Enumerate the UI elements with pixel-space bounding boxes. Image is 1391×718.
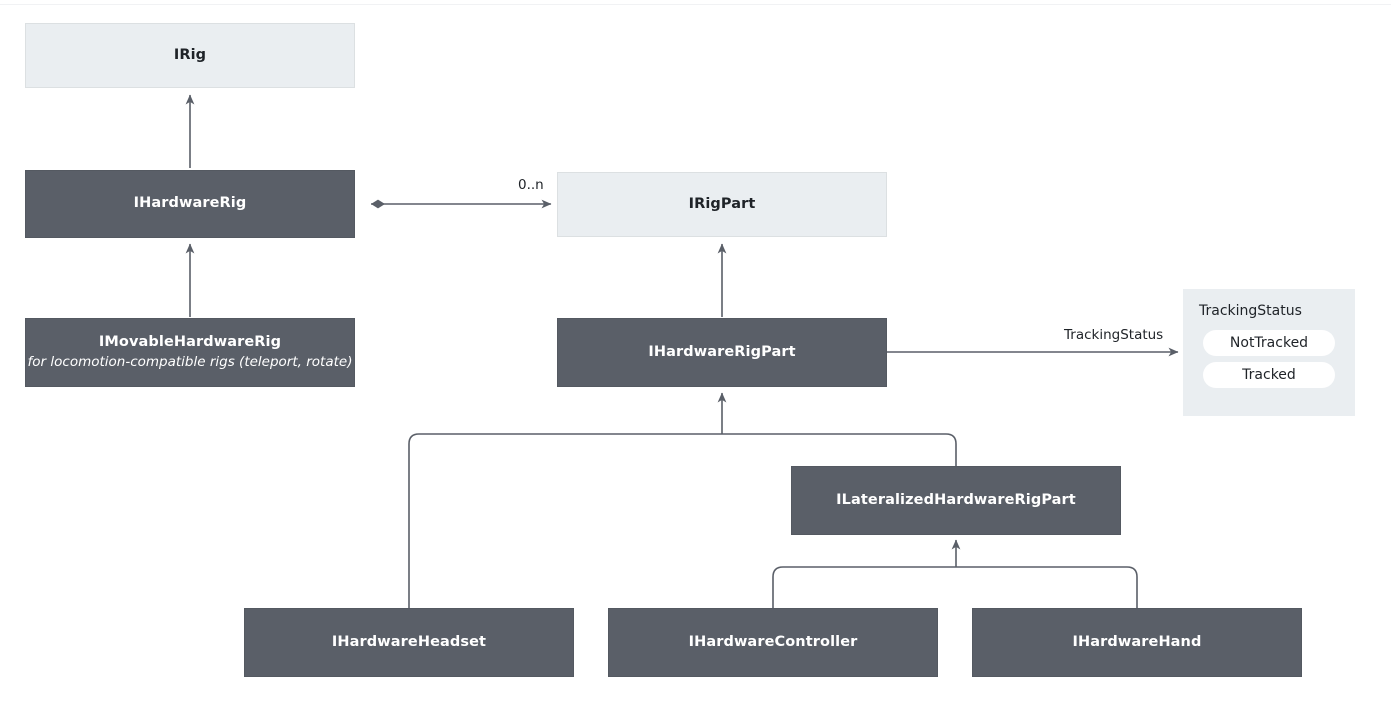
class-node-ihardwarerigpart[interactable]: IHardwareRigPart bbox=[557, 318, 887, 387]
class-node-ihardwarehand[interactable]: IHardwareHand bbox=[972, 608, 1302, 677]
class-node-subtitle: for locomotion-compatible rigs (teleport… bbox=[27, 354, 353, 371]
class-node-title: IHardwareController bbox=[688, 633, 858, 650]
class-node-ihardwarecontroller[interactable]: IHardwareController bbox=[608, 608, 938, 677]
class-node-title: IRig bbox=[173, 46, 207, 63]
enum-node-trackingstatus[interactable]: TrackingStatus NotTracked Tracked bbox=[1183, 289, 1355, 416]
class-node-title: IMovableHardwareRig bbox=[98, 333, 282, 350]
enum-value-list: NotTracked Tracked bbox=[1199, 329, 1339, 389]
class-node-ihardwareheadset[interactable]: IHardwareHeadset bbox=[244, 608, 574, 677]
class-node-title: IHardwareRigPart bbox=[648, 343, 796, 360]
class-node-irig[interactable]: IRig bbox=[25, 23, 355, 88]
edge-label-multiplicity: 0..n bbox=[518, 177, 544, 193]
edge-bus-right-to-lateralized bbox=[722, 433, 957, 466]
edge-lateralized-to-controller bbox=[772, 566, 956, 608]
class-node-title: IRigPart bbox=[688, 195, 756, 212]
page-top-rule bbox=[0, 4, 1391, 5]
class-node-title: IHardwareHeadset bbox=[331, 633, 487, 650]
class-node-irigpart[interactable]: IRigPart bbox=[557, 172, 887, 237]
class-node-title: IHardwareHand bbox=[1072, 633, 1202, 650]
class-node-imovablehardwarerig[interactable]: IMovableHardwareRig for locomotion-compa… bbox=[25, 318, 355, 387]
edge-bus-left-to-headset bbox=[408, 433, 722, 609]
class-node-title: ILateralizedHardwareRigPart bbox=[836, 491, 1076, 508]
class-node-ilateralizedhardwarerigpart[interactable]: ILateralizedHardwareRigPart bbox=[791, 466, 1121, 535]
enum-value-nottracked[interactable]: NotTracked bbox=[1203, 329, 1335, 356]
class-node-title: IHardwareRig bbox=[133, 195, 247, 212]
enum-value-tracked[interactable]: Tracked bbox=[1203, 361, 1335, 389]
class-node-ihardwarerig[interactable]: IHardwareRig bbox=[25, 170, 355, 238]
enum-title: TrackingStatus bbox=[1199, 303, 1302, 319]
edge-label-trackingstatus: TrackingStatus bbox=[1064, 327, 1164, 343]
edge-lateralized-to-hand bbox=[956, 566, 1138, 608]
